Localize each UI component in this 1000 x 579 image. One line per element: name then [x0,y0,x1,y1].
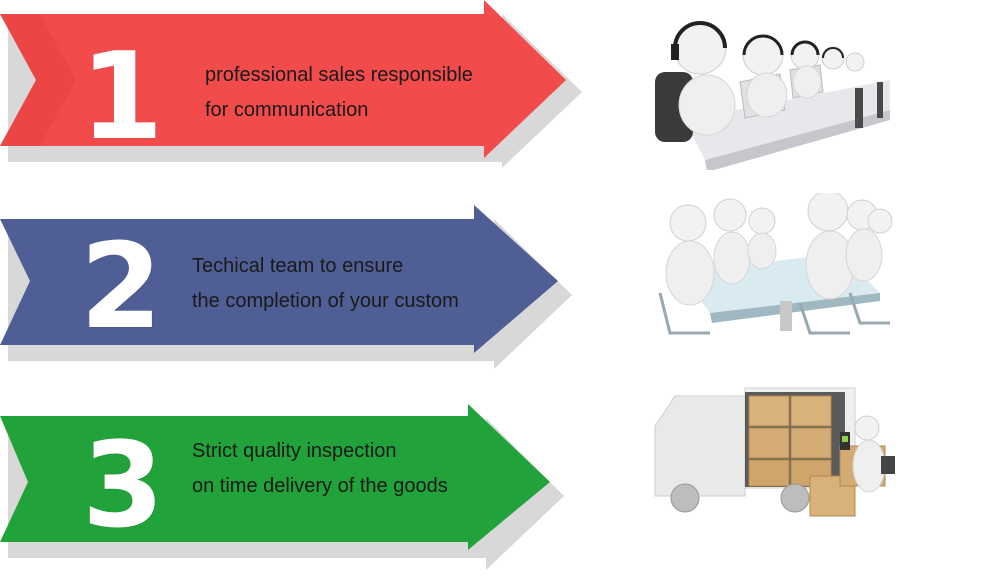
delivery-truck-icon [654,387,895,517]
step-text: professional sales responsible for commu… [205,58,473,128]
meeting-icon [658,193,893,335]
step-number: 2 [80,217,163,355]
step-1: 1 professional sales responsible for com… [0,0,1000,170]
red-arrow [0,0,582,168]
blue-arrow [0,205,572,369]
step-number: 1 [80,28,164,167]
step-number: 3 [82,416,165,554]
step-text-line-2: for communication [205,99,369,121]
step-text-line-1: professional sales responsible [205,64,473,86]
step-text-line-2: the completion of your custom [192,290,459,312]
step-text: Strict quality inspection on time delive… [192,434,448,504]
green-arrow [0,404,564,570]
step-3: 3 Strict quality inspection on time deli… [0,387,1000,570]
step-text: Techical team to ensure the completion o… [192,249,459,319]
step-2: 2 Techical team to ensure the completion… [0,193,1000,369]
step-text-line-1: Techical team to ensure [192,255,404,277]
step-text-line-2: on time delivery of the goods [192,475,448,497]
step-text-line-1: Strict quality inspection [192,440,397,462]
call-center-icon [655,21,890,170]
